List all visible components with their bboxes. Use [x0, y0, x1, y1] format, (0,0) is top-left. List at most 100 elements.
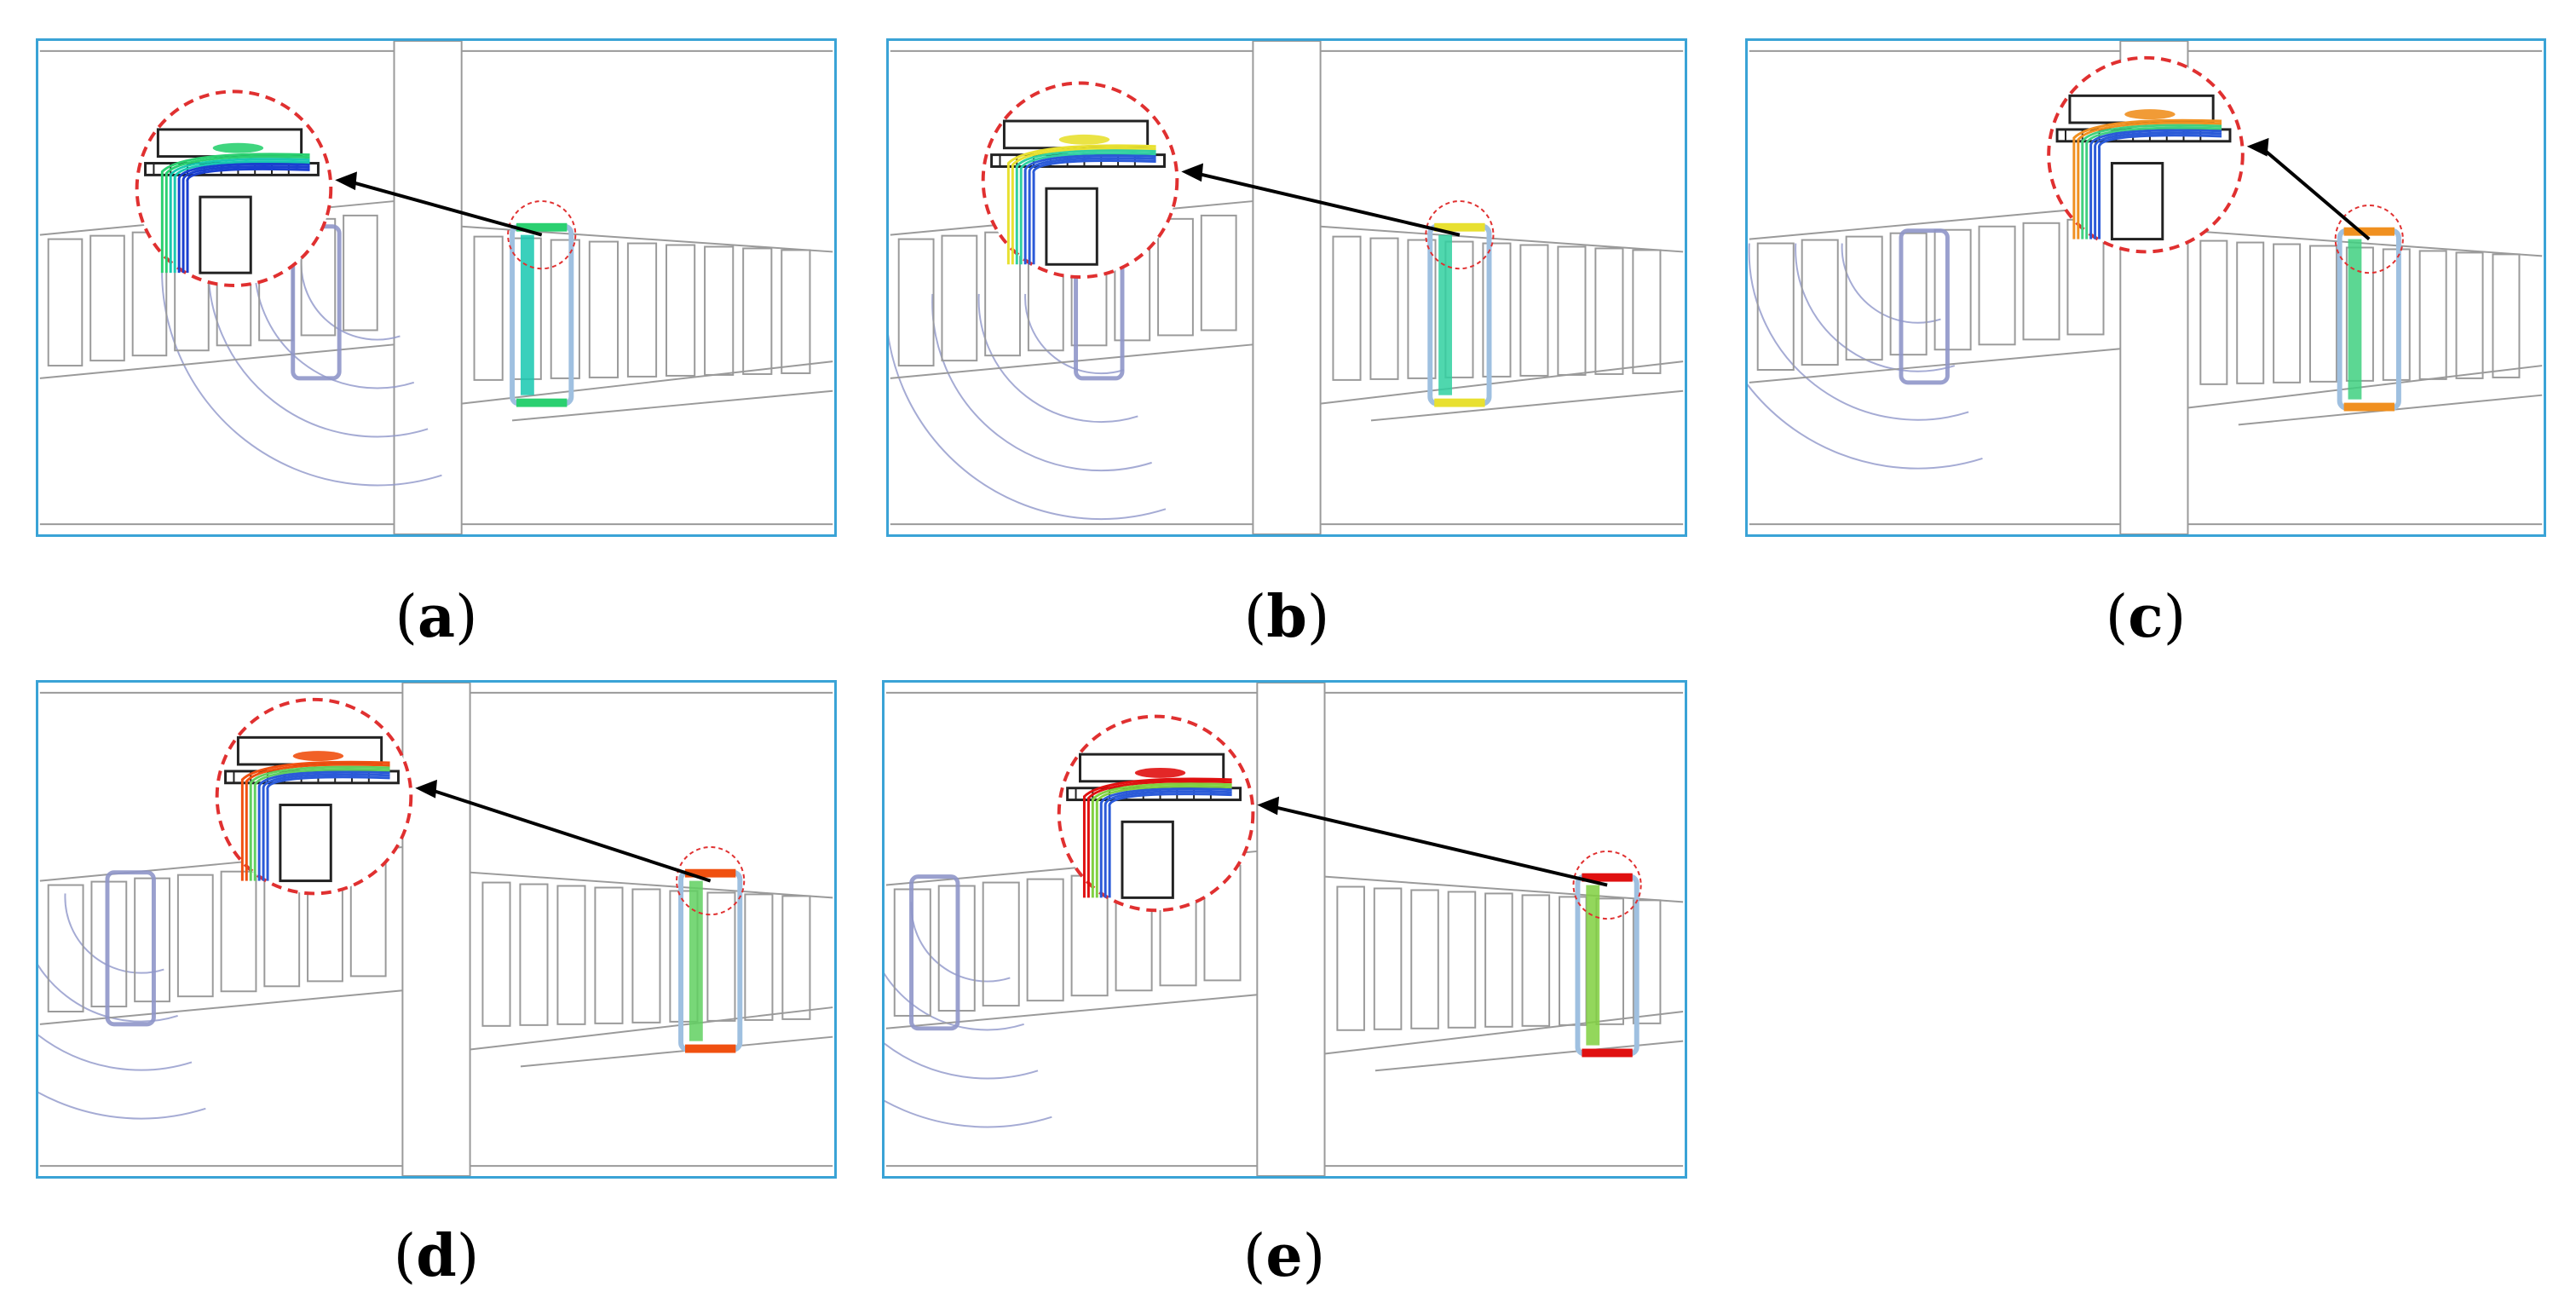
right-comb-tooth — [781, 249, 811, 374]
right-comb-tooth — [1407, 239, 1437, 379]
left-comb-outline — [1749, 205, 2121, 383]
left-comb-tooth — [1801, 239, 1839, 366]
right-coil-hotspot-bottom — [1582, 1048, 1633, 1058]
right-comb-tooth — [1632, 249, 1662, 374]
right-comb-tooth — [665, 244, 696, 377]
zoom-flux-line — [245, 763, 390, 881]
zoom-flux-line — [1108, 793, 1232, 898]
zoom-flux-line — [177, 163, 310, 274]
right-comb-tooth — [1557, 245, 1587, 376]
zoom-inset — [135, 89, 333, 288]
diagram-group — [39, 41, 833, 534]
center-column — [1256, 683, 1326, 1176]
right-coil-leg — [1586, 885, 1600, 1046]
right-comb-tooth — [519, 883, 549, 1026]
left-coil — [1899, 228, 1950, 385]
right-comb-tooth — [2418, 250, 2447, 380]
right-coil-hotspot-bottom — [516, 398, 568, 407]
zoom-hotspot — [292, 751, 344, 762]
left-comb-tooth — [982, 881, 1020, 1007]
right-coil-hotspot-top — [1582, 873, 1633, 882]
right-coil-hotspot-top — [516, 222, 568, 232]
left-comb-tooth — [176, 874, 214, 998]
arrow-line — [349, 180, 543, 237]
arrow-head — [335, 171, 357, 191]
panel-d — [36, 680, 837, 1179]
panel-d-diagram — [38, 683, 833, 1176]
right-comb-base-line — [511, 389, 833, 422]
arrow-head — [2246, 137, 2269, 157]
field-line — [931, 293, 1152, 472]
field-line — [300, 260, 401, 341]
right-coil-hotspot-bottom — [2343, 402, 2394, 412]
zoom-hotspot — [1134, 767, 1186, 778]
zoom-hotspot — [1058, 134, 1110, 145]
left-coil — [105, 870, 156, 1027]
right-comb-tooth — [1519, 244, 1549, 377]
right-comb-base-line — [1370, 389, 1684, 422]
right-comb-tooth — [1484, 892, 1513, 1028]
panel-b-diagram — [889, 41, 1684, 534]
field-line — [1024, 293, 1125, 375]
right-comb-tooth — [2309, 245, 2338, 383]
zoom-flux-line — [1104, 790, 1232, 898]
zoom-flux-line — [2089, 129, 2222, 239]
field-line — [889, 332, 1167, 521]
panel-c-diagram — [1748, 41, 2543, 534]
left-comb-tooth — [220, 870, 257, 993]
panel-c — [1745, 38, 2546, 537]
right-comb-tooth — [1632, 899, 1662, 1024]
right-comb-tooth — [2199, 239, 2228, 385]
hotspot-marker-circle — [507, 200, 577, 270]
center-column — [401, 683, 471, 1176]
zoom-flux-line — [266, 776, 390, 881]
zoom-hotspot — [212, 142, 264, 153]
field-line — [38, 964, 178, 1023]
caption-b: (b) — [1243, 583, 1330, 651]
caption-d: (d) — [393, 1222, 480, 1290]
zoom-flux-line — [240, 760, 390, 881]
zoom-flux-line — [2077, 121, 2222, 239]
field-line — [161, 260, 442, 487]
left-comb-tooth — [1026, 878, 1064, 1002]
right-coil-leg — [520, 234, 534, 395]
arrow-head — [415, 779, 437, 799]
right-comb-tooth — [744, 893, 774, 1021]
right-comb-tooth — [2455, 251, 2484, 379]
center-column — [393, 41, 463, 534]
zoom-flux-line — [1011, 147, 1156, 265]
panel-e — [882, 680, 1687, 1179]
zoom-flux-line — [160, 153, 310, 274]
zoom-tooth — [279, 804, 332, 883]
left-comb-tooth — [897, 238, 935, 367]
arrow-head — [1181, 163, 1204, 182]
right-comb-tooth — [481, 881, 511, 1027]
zoom-flux-line — [169, 158, 310, 274]
field-line — [885, 1099, 1052, 1128]
field-line — [910, 902, 1011, 983]
right-comb-tooth — [2492, 253, 2521, 378]
zoom-flux-line — [1006, 144, 1156, 265]
right-comb-tooth — [1559, 896, 1588, 1026]
zoom-flux-line — [182, 165, 310, 274]
right-coil-hotspot-top — [1434, 222, 1485, 232]
right-comb-tooth — [1332, 235, 1362, 381]
panel-b — [886, 38, 1687, 537]
arrow-line — [1271, 804, 1608, 887]
diagram-group — [889, 41, 1684, 534]
zoom-flux-line — [2098, 134, 2222, 239]
zoom-flux-line — [164, 155, 310, 274]
zoom-inset — [215, 697, 413, 896]
caption-a: (a) — [395, 583, 478, 651]
arrow-line — [2261, 147, 2371, 241]
arrow-line — [429, 787, 712, 883]
zoom-hotspot — [2124, 109, 2175, 120]
right-comb-tooth — [556, 885, 586, 1025]
right-comb-tooth — [1369, 237, 1399, 380]
right-comb-tooth — [473, 235, 504, 381]
zoom-flux-line — [253, 768, 390, 881]
zoom-flux-line — [1091, 782, 1232, 898]
zoom-tooth — [1045, 187, 1098, 266]
right-comb-base-line — [1374, 1040, 1684, 1072]
zoom-flux-line — [1099, 787, 1232, 898]
